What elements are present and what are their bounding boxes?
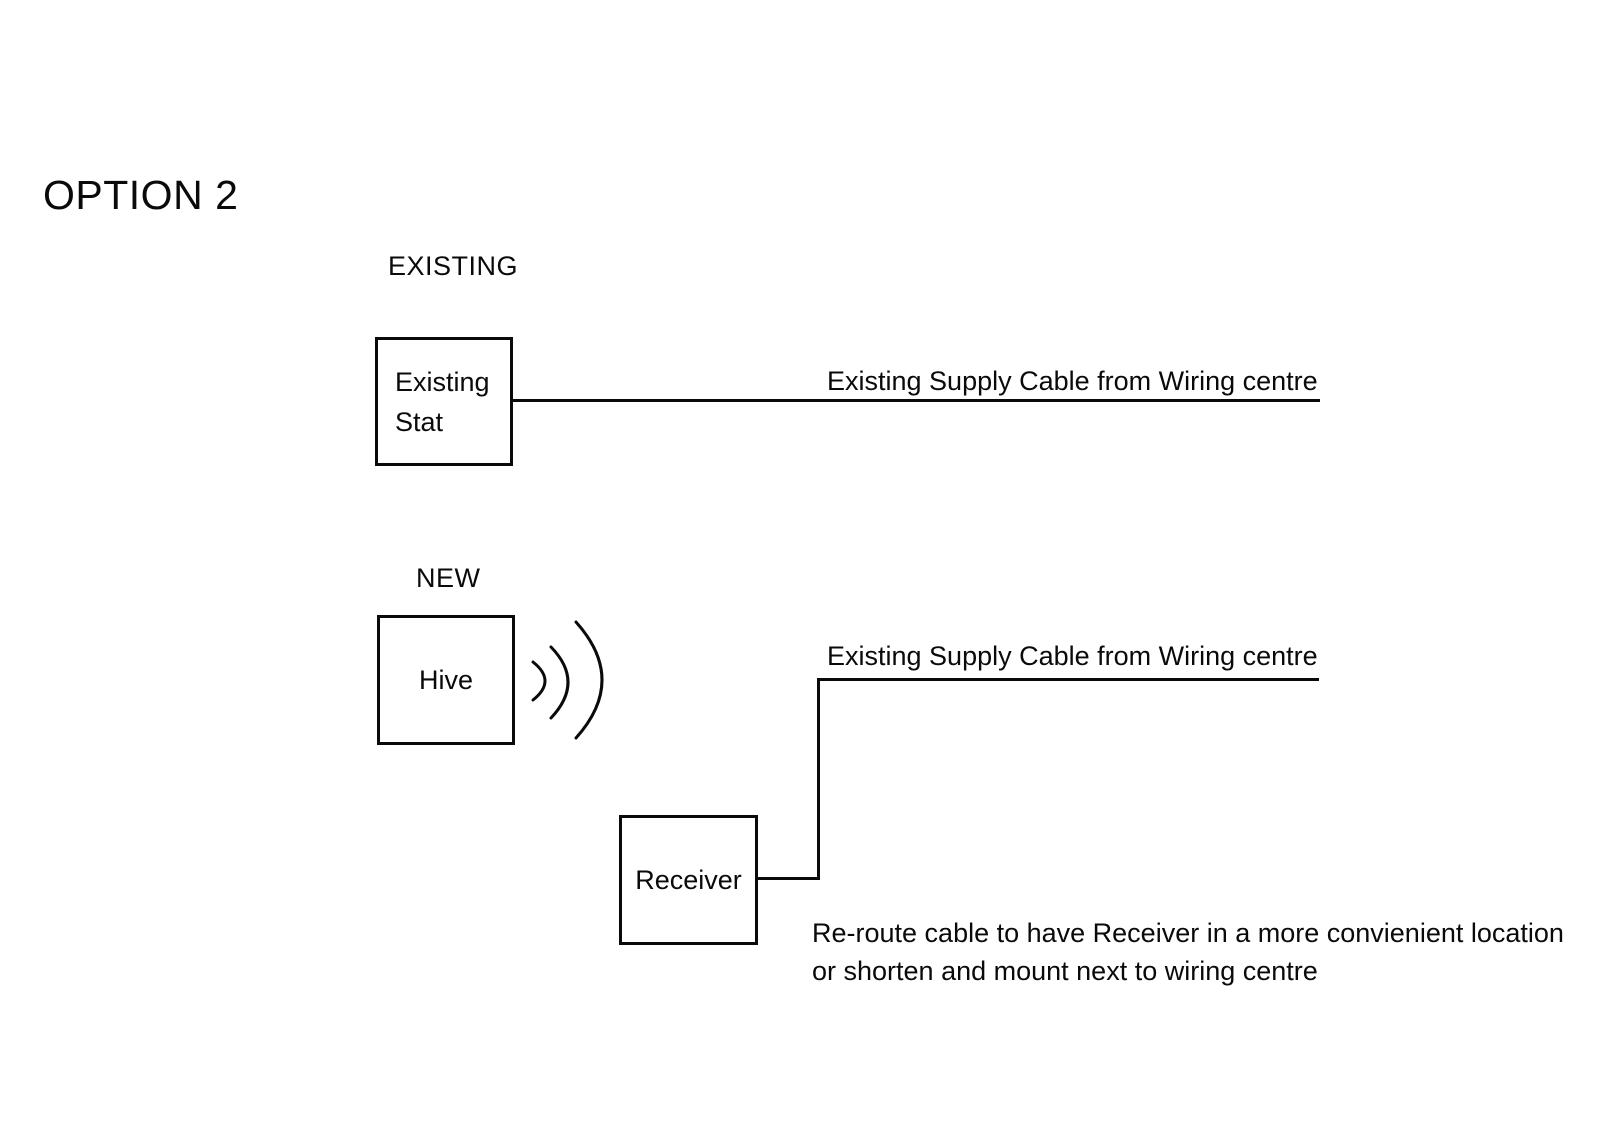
existing-stat-label-line1: Existing <box>395 367 490 397</box>
existing-stat-box: Existing Stat <box>375 337 513 466</box>
receiver-stub-line <box>758 877 820 880</box>
receiver-drop-line <box>817 678 820 880</box>
existing-supply-cable-line <box>513 399 1320 402</box>
reroute-note: Re-route cable to have Receiver in a mor… <box>812 914 1564 990</box>
new-supply-cable-line <box>819 678 1319 681</box>
reroute-note-line2: or shorten and mount next to wiring cent… <box>812 956 1318 986</box>
page-title: OPTION 2 <box>43 172 239 218</box>
wireless-signal-icon <box>531 620 604 740</box>
existing-supply-cable-label: Existing Supply Cable from Wiring centre <box>827 366 1318 396</box>
section-label-new: NEW <box>416 563 481 593</box>
hive-box: Hive <box>377 615 515 745</box>
reroute-note-line1: Re-route cable to have Receiver in a mor… <box>812 918 1564 948</box>
existing-stat-label-line2: Stat <box>395 407 444 437</box>
new-supply-cable-label: Existing Supply Cable from Wiring centre <box>827 641 1318 671</box>
section-label-existing: EXISTING <box>388 251 519 281</box>
hive-label: Hive <box>418 664 473 695</box>
receiver-box: Receiver <box>619 815 758 945</box>
receiver-label: Receiver <box>635 864 742 895</box>
